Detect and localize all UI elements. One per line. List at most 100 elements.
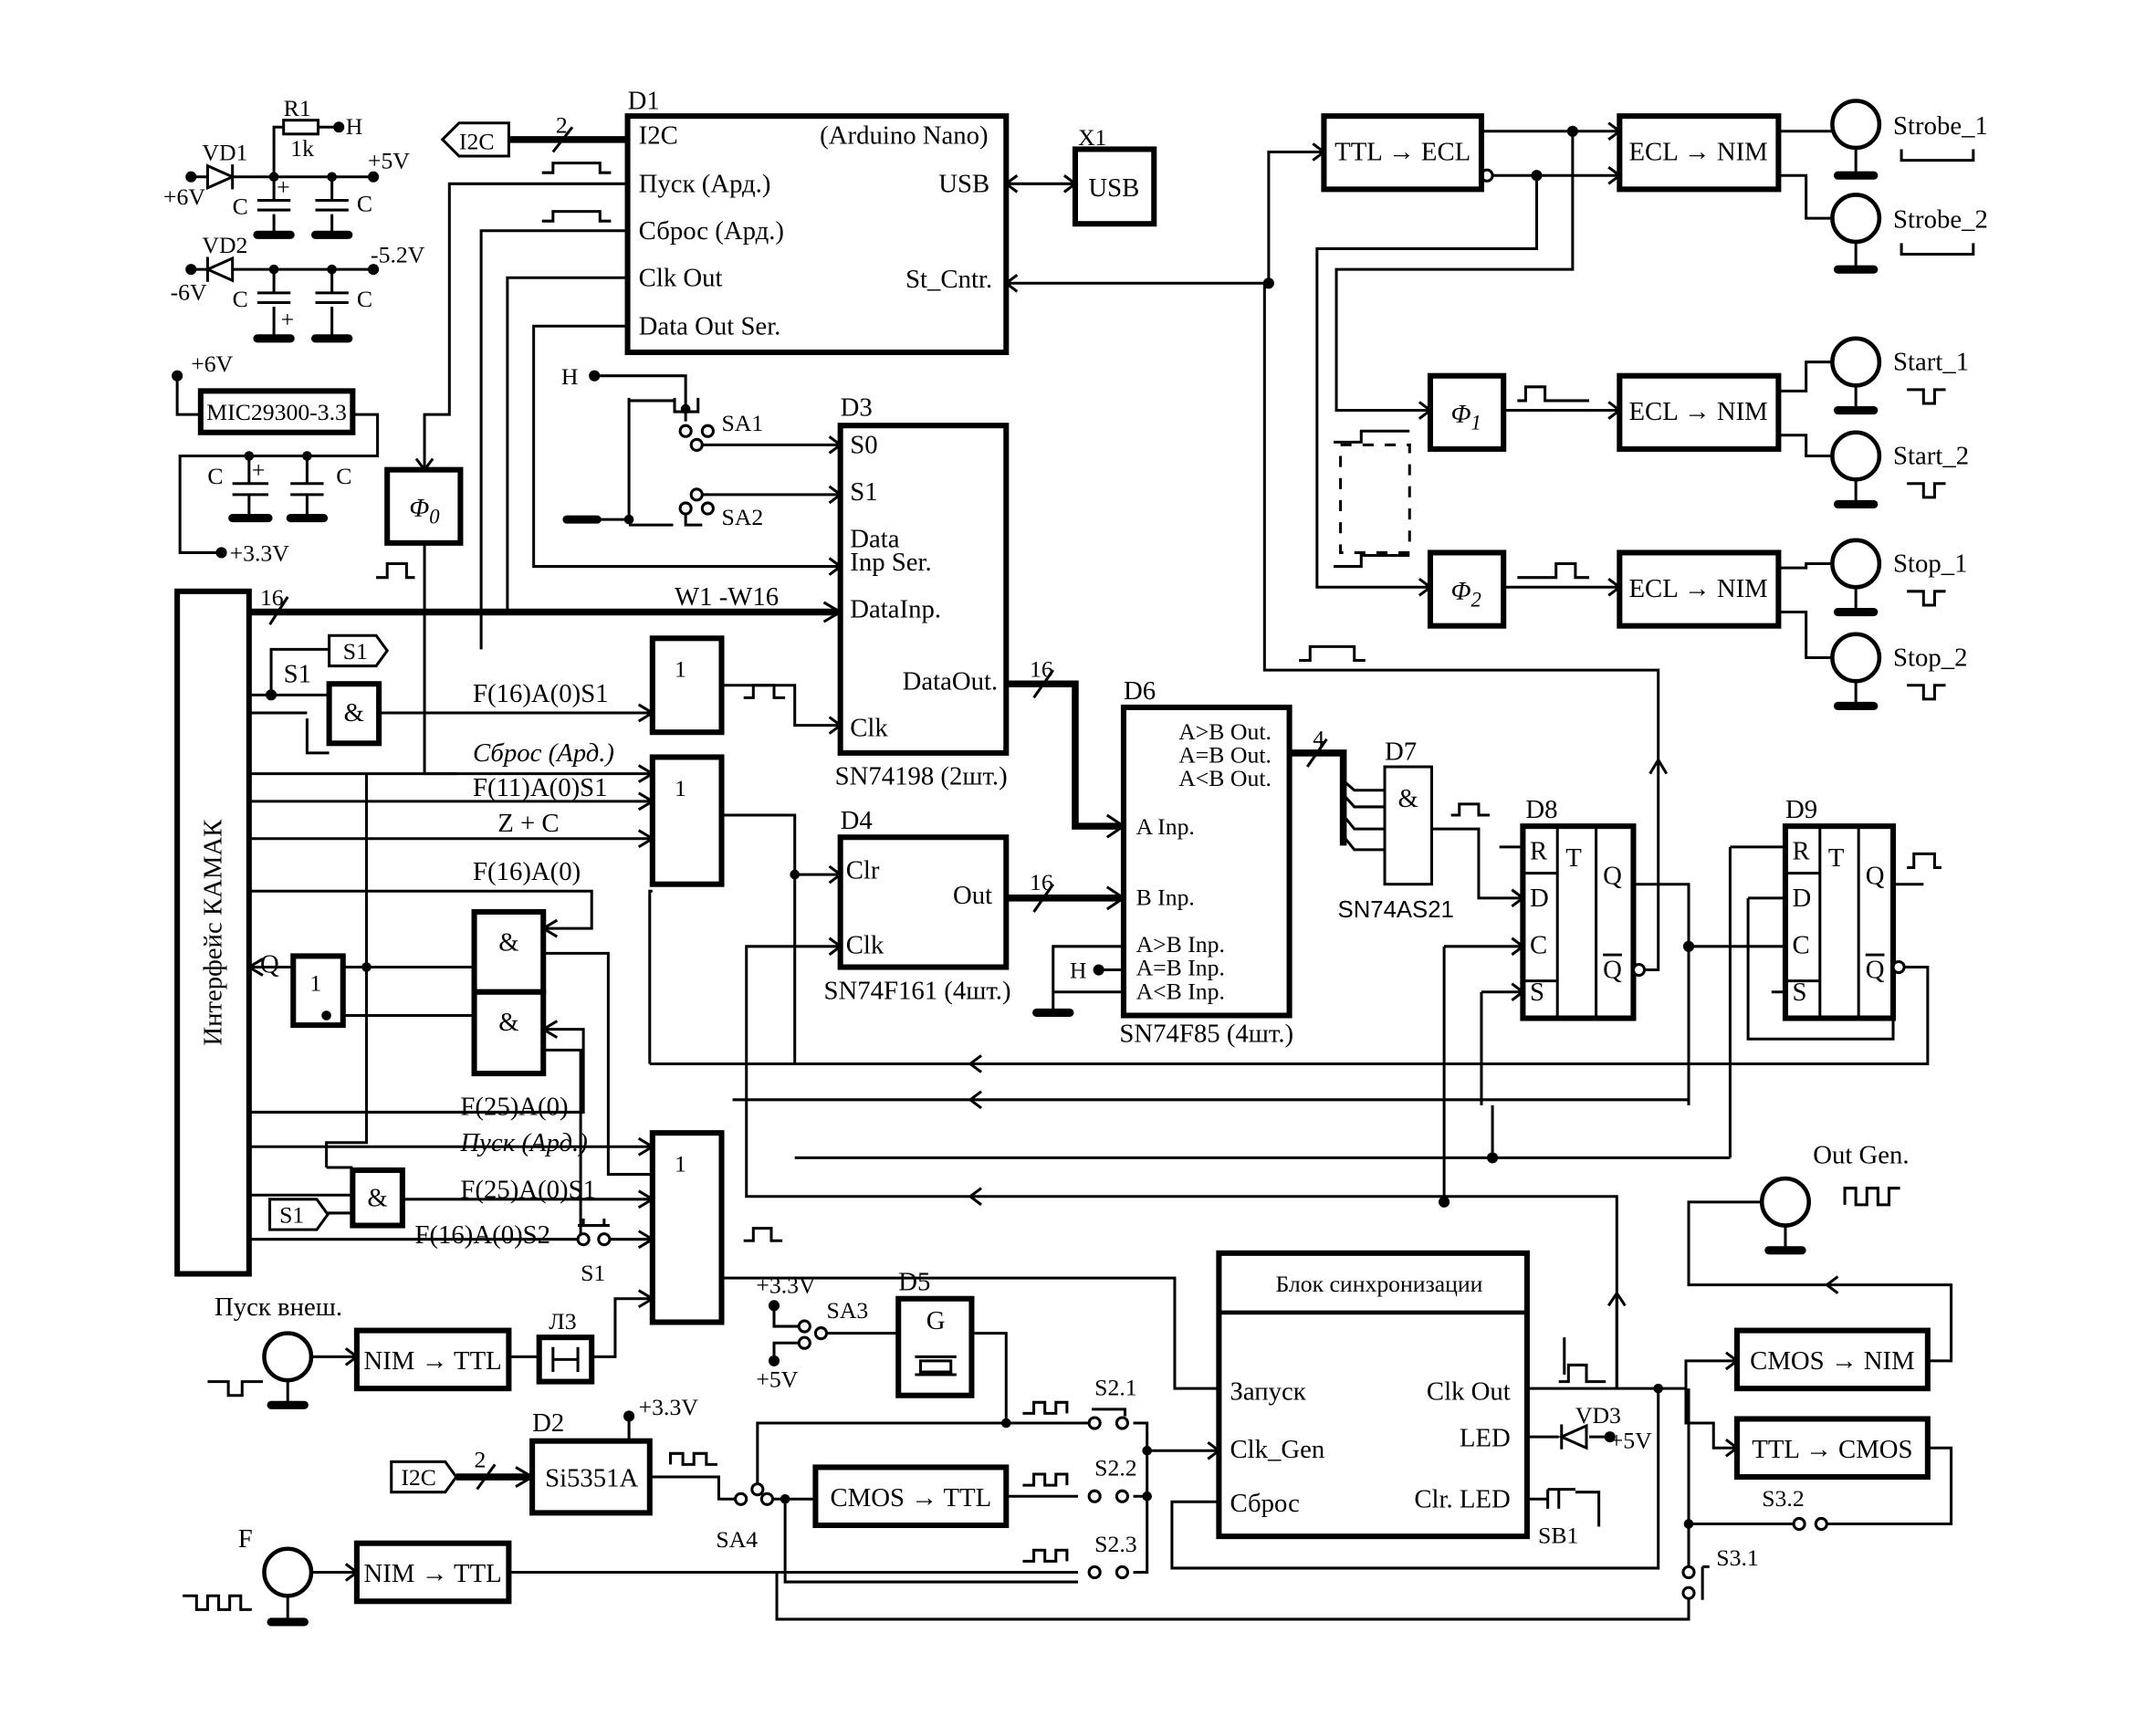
phi1-label: Φ1 [1451, 400, 1481, 434]
d6-ref: D6 [1124, 676, 1156, 706]
d6-agb-out: A>B Out. [1178, 718, 1272, 745]
sb1-button-icon[interactable] [1546, 1488, 1575, 1509]
d9-r-pin: R [1793, 836, 1811, 865]
sync-zapusk-pin: Запуск [1230, 1376, 1305, 1406]
d6-out-width: 4 [1313, 725, 1324, 751]
cmos-ttl-label: CMOS → TTL [830, 1483, 991, 1512]
and-gate [471, 908, 547, 995]
cmos-nim-box [1733, 1327, 1931, 1392]
d6-part: SN74F85 (4шт.) [1119, 1019, 1293, 1048]
d1-st-cntr-pin: St_Cntr. [905, 265, 992, 294]
s1-switch-label: S1 [581, 1260, 605, 1286]
sync-led-pin: LED [1460, 1424, 1511, 1453]
sync-clk-gen-pin: Clk_Gen [1230, 1435, 1324, 1464]
d4-ref: D4 [841, 806, 873, 835]
sync-clr-led-pin: Clr. LED [1414, 1484, 1510, 1513]
strobe1-label: Strobe_1 [1893, 111, 1988, 141]
diode-vd2 [204, 256, 235, 283]
f-input: F NIM → TTL [183, 1524, 1078, 1627]
d9-qn-pin: Q [1866, 956, 1885, 985]
d8-box [1520, 823, 1637, 1021]
r1-value: 1k [290, 135, 314, 162]
s23-switch[interactable] [1087, 1565, 1102, 1580]
and-gate-symbol: & [367, 1183, 387, 1212]
f11a0s1-label: F(11)A(0)S1 [473, 773, 607, 802]
vd3-label: VD3 [1575, 1402, 1621, 1429]
s22-label: S2.2 [1094, 1455, 1136, 1481]
plus-label: + [252, 457, 266, 484]
x1-ref: X1 [1078, 124, 1106, 151]
d8-d-pin: D [1530, 884, 1549, 913]
sa2-label: SA2 [721, 504, 763, 530]
vd2-output-label: -5.2V [371, 242, 425, 268]
d1-sbros-pin: Сброс (Ард.) [639, 216, 784, 246]
cmos-ttl-box [812, 1464, 1010, 1529]
and-gate-symbol: & [498, 1008, 518, 1037]
nim-ttl-label: NIM → TTL [364, 1559, 502, 1588]
d2-i2c-tag: I2C [401, 1464, 436, 1491]
kamak-title: Интерфейс КАМАК [199, 819, 228, 1046]
d5-ref: D5 [898, 1268, 930, 1297]
connector-icon [262, 1546, 314, 1598]
cap-label: C [357, 286, 372, 312]
or-gate [649, 635, 725, 736]
d6-comparator: D6 A>B Out. A=B Out. A<B Out. A Inp. B I… [1032, 676, 1525, 1048]
i2c-connector-tag [390, 1460, 458, 1494]
d3-box [837, 423, 1010, 756]
feedback-wires [732, 1063, 1731, 1202]
f16a0s1-label: F(16)A(0)S1 [473, 679, 609, 708]
regulator-label: MIC29300-3.3 [206, 399, 347, 425]
ttl-cmos-box [1733, 1416, 1931, 1481]
sa3-switch[interactable] [797, 1319, 811, 1334]
connector-icon [1830, 99, 1882, 684]
d4-counter: D4 Clr Out Clk SN74F161 (4шт.) 16 [745, 806, 1126, 1064]
d7-part: SN74AS21 [1338, 897, 1454, 923]
d8-qn-pin: Q [1603, 956, 1622, 985]
sync-sbros-pin: Сброс [1230, 1489, 1299, 1518]
sync-clk-out-pin: Clk Out [1427, 1376, 1511, 1406]
and-gate-symbol: & [498, 927, 518, 957]
phi0-label: Φ0 [409, 494, 440, 529]
d3-shift-register: SA1 SA2 H 16 W1 -W16 D3 S0 S1 Data Inp S… [248, 363, 1126, 839]
i2c-tag-label: I2C [459, 128, 495, 154]
s31-switch[interactable] [1681, 1565, 1696, 1580]
d7-and-symbol: & [1398, 784, 1418, 813]
s1-label: S1 [284, 660, 311, 689]
kamak-logic: Интерфейс КАМАК S1 S1 & 1 F(16)A(0)S1 Сб… [174, 588, 1219, 1390]
s1-switch[interactable] [576, 1232, 591, 1247]
s32-switch[interactable] [1792, 1516, 1806, 1532]
cap-label: C [233, 286, 248, 312]
s21-switch[interactable] [1087, 1416, 1102, 1430]
cmos-nim-label: CMOS → NIM [1750, 1346, 1915, 1376]
or-gate-symbol: 1 [675, 656, 686, 683]
ecl-nim-label: ECL → NIM [1628, 138, 1767, 167]
d9-ref: D9 [1785, 795, 1817, 824]
d8-c-pin: C [1530, 930, 1547, 959]
ecl-nim-label: ECL → NIM [1628, 397, 1767, 426]
d8-flipflop: D8 R T Q D C Q S [1262, 283, 1695, 1105]
s1-tag-label: S1 [343, 638, 368, 665]
sa3-label: SA3 [827, 1297, 869, 1324]
pusk-ard-label: Пуск (Ард.) [459, 1128, 587, 1157]
d4-out-pin: Out [953, 881, 992, 910]
strobe2-label: Strobe_2 [1893, 205, 1988, 235]
f16a0-label: F(16)A(0) [473, 857, 581, 886]
sa4-switch[interactable] [734, 1492, 748, 1506]
d2-ref: D2 [532, 1408, 564, 1438]
d4-out-width: 16 [1030, 869, 1053, 895]
zc-label: Z + C [497, 809, 559, 838]
ecl-nim-box [1617, 550, 1782, 629]
sbros-ard-label: Сброс (Ард.) [473, 738, 614, 768]
d8-t-label: T [1565, 843, 1582, 873]
d3-s1-pin: S1 [850, 477, 877, 507]
d1-usb-pin: USB [938, 169, 989, 198]
cap-label: C [357, 191, 372, 217]
sync-box [1216, 1250, 1530, 1540]
s22-switch[interactable] [1087, 1489, 1102, 1503]
v5-label: +5V [756, 1366, 798, 1393]
d3-out-width: 16 [1030, 656, 1053, 683]
or-gate [649, 754, 725, 887]
d8-q-pin: Q [1603, 862, 1622, 891]
ecl-nim-box [1617, 113, 1782, 193]
f25a0-label: F(25)A(0) [460, 1092, 568, 1121]
